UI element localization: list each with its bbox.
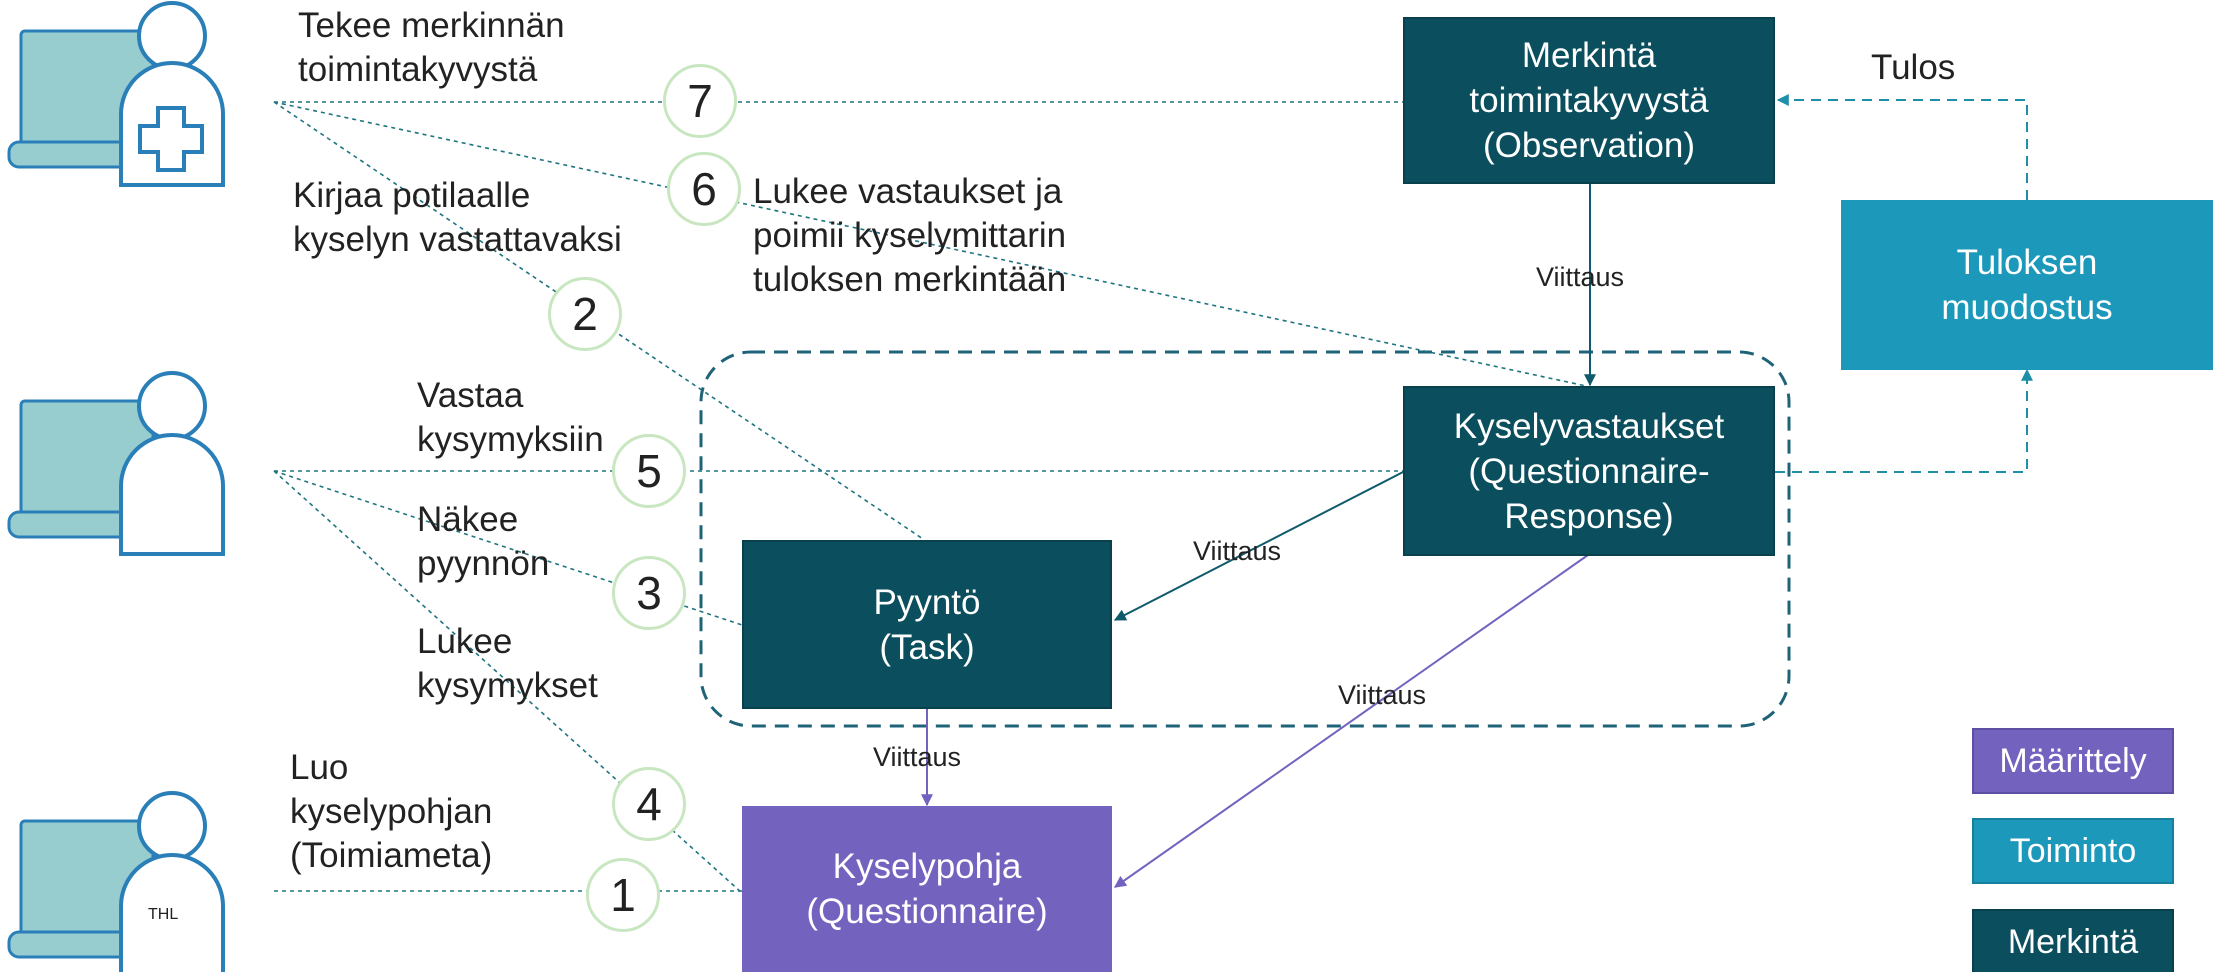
reference-arrow-qr-to-task: [1113, 471, 1404, 621]
healthcare-professional-icon: [7, 1, 225, 187]
observation-line-1: Merkintä: [1521, 36, 1657, 75]
questionnaire-line-1: Kyselypohja: [832, 847, 1022, 886]
reference-label-task-questionnaire: Viittaus: [873, 742, 962, 772]
questionnaire-response-box: Kyselyvastaukset (Questionnaire- Respons…: [1403, 386, 1775, 556]
connector-step-4: [273, 470, 743, 894]
questionnaire-response-line-1: Kyselyvastaukset: [1453, 406, 1725, 446]
thl-badge: THL: [148, 906, 179, 923]
reference-arrow-qr-to-questionnaire: [1114, 554, 1589, 888]
task-line-2: (Task): [879, 627, 975, 667]
step-2: 2: [548, 277, 622, 351]
questionnaire-line-2: (Questionnaire): [806, 892, 1048, 931]
step-3: 3: [612, 556, 686, 630]
observation-line-2: toimintakyvystä: [1469, 81, 1709, 120]
observation-box: Merkintä toimintakyvystä (Observation): [1403, 17, 1775, 184]
task-box: Pyyntö (Task): [742, 540, 1112, 709]
step-6: 6: [667, 152, 741, 226]
result-label: Tulos: [1871, 48, 1956, 87]
step-4: 4: [612, 767, 686, 841]
reference-label-obs-qr: Viittaus: [1536, 262, 1625, 292]
legend-record: Merkintä: [1972, 909, 2174, 972]
result-arrow-qr-to-formation: [1775, 368, 2033, 473]
step-7: 7: [663, 64, 737, 138]
task-line-1: Pyyntö: [873, 582, 981, 622]
thl-user-icon: [7, 791, 225, 972]
result-formation-line-2: muodostus: [1941, 288, 2113, 327]
questionnaire-response-line-3: Response): [1504, 496, 1674, 536]
legend-action: Toiminto: [1972, 818, 2174, 884]
result-formation-line-1: Tuloksen: [1956, 243, 2098, 282]
reference-label-qr-task: Viittaus: [1193, 536, 1282, 566]
patient-icon: [7, 371, 225, 556]
step-5: 5: [612, 434, 686, 508]
result-formation-box: Tuloksen muodostus: [1841, 200, 2213, 370]
observation-line-3: (Observation): [1482, 126, 1696, 165]
legend-definition: Määrittely: [1972, 728, 2174, 794]
questionnaire-response-line-2: (Questionnaire-: [1468, 451, 1710, 491]
questionnaire-box: Kyselypohja (Questionnaire): [742, 806, 1112, 972]
step-1: 1: [586, 858, 660, 932]
connector-step-2: [273, 101, 924, 540]
reference-label-qr-questionnaire: Viittaus: [1338, 680, 1427, 710]
result-arrow-formation-to-observation: [1776, 94, 2028, 200]
grouping-frame: [699, 350, 1791, 728]
